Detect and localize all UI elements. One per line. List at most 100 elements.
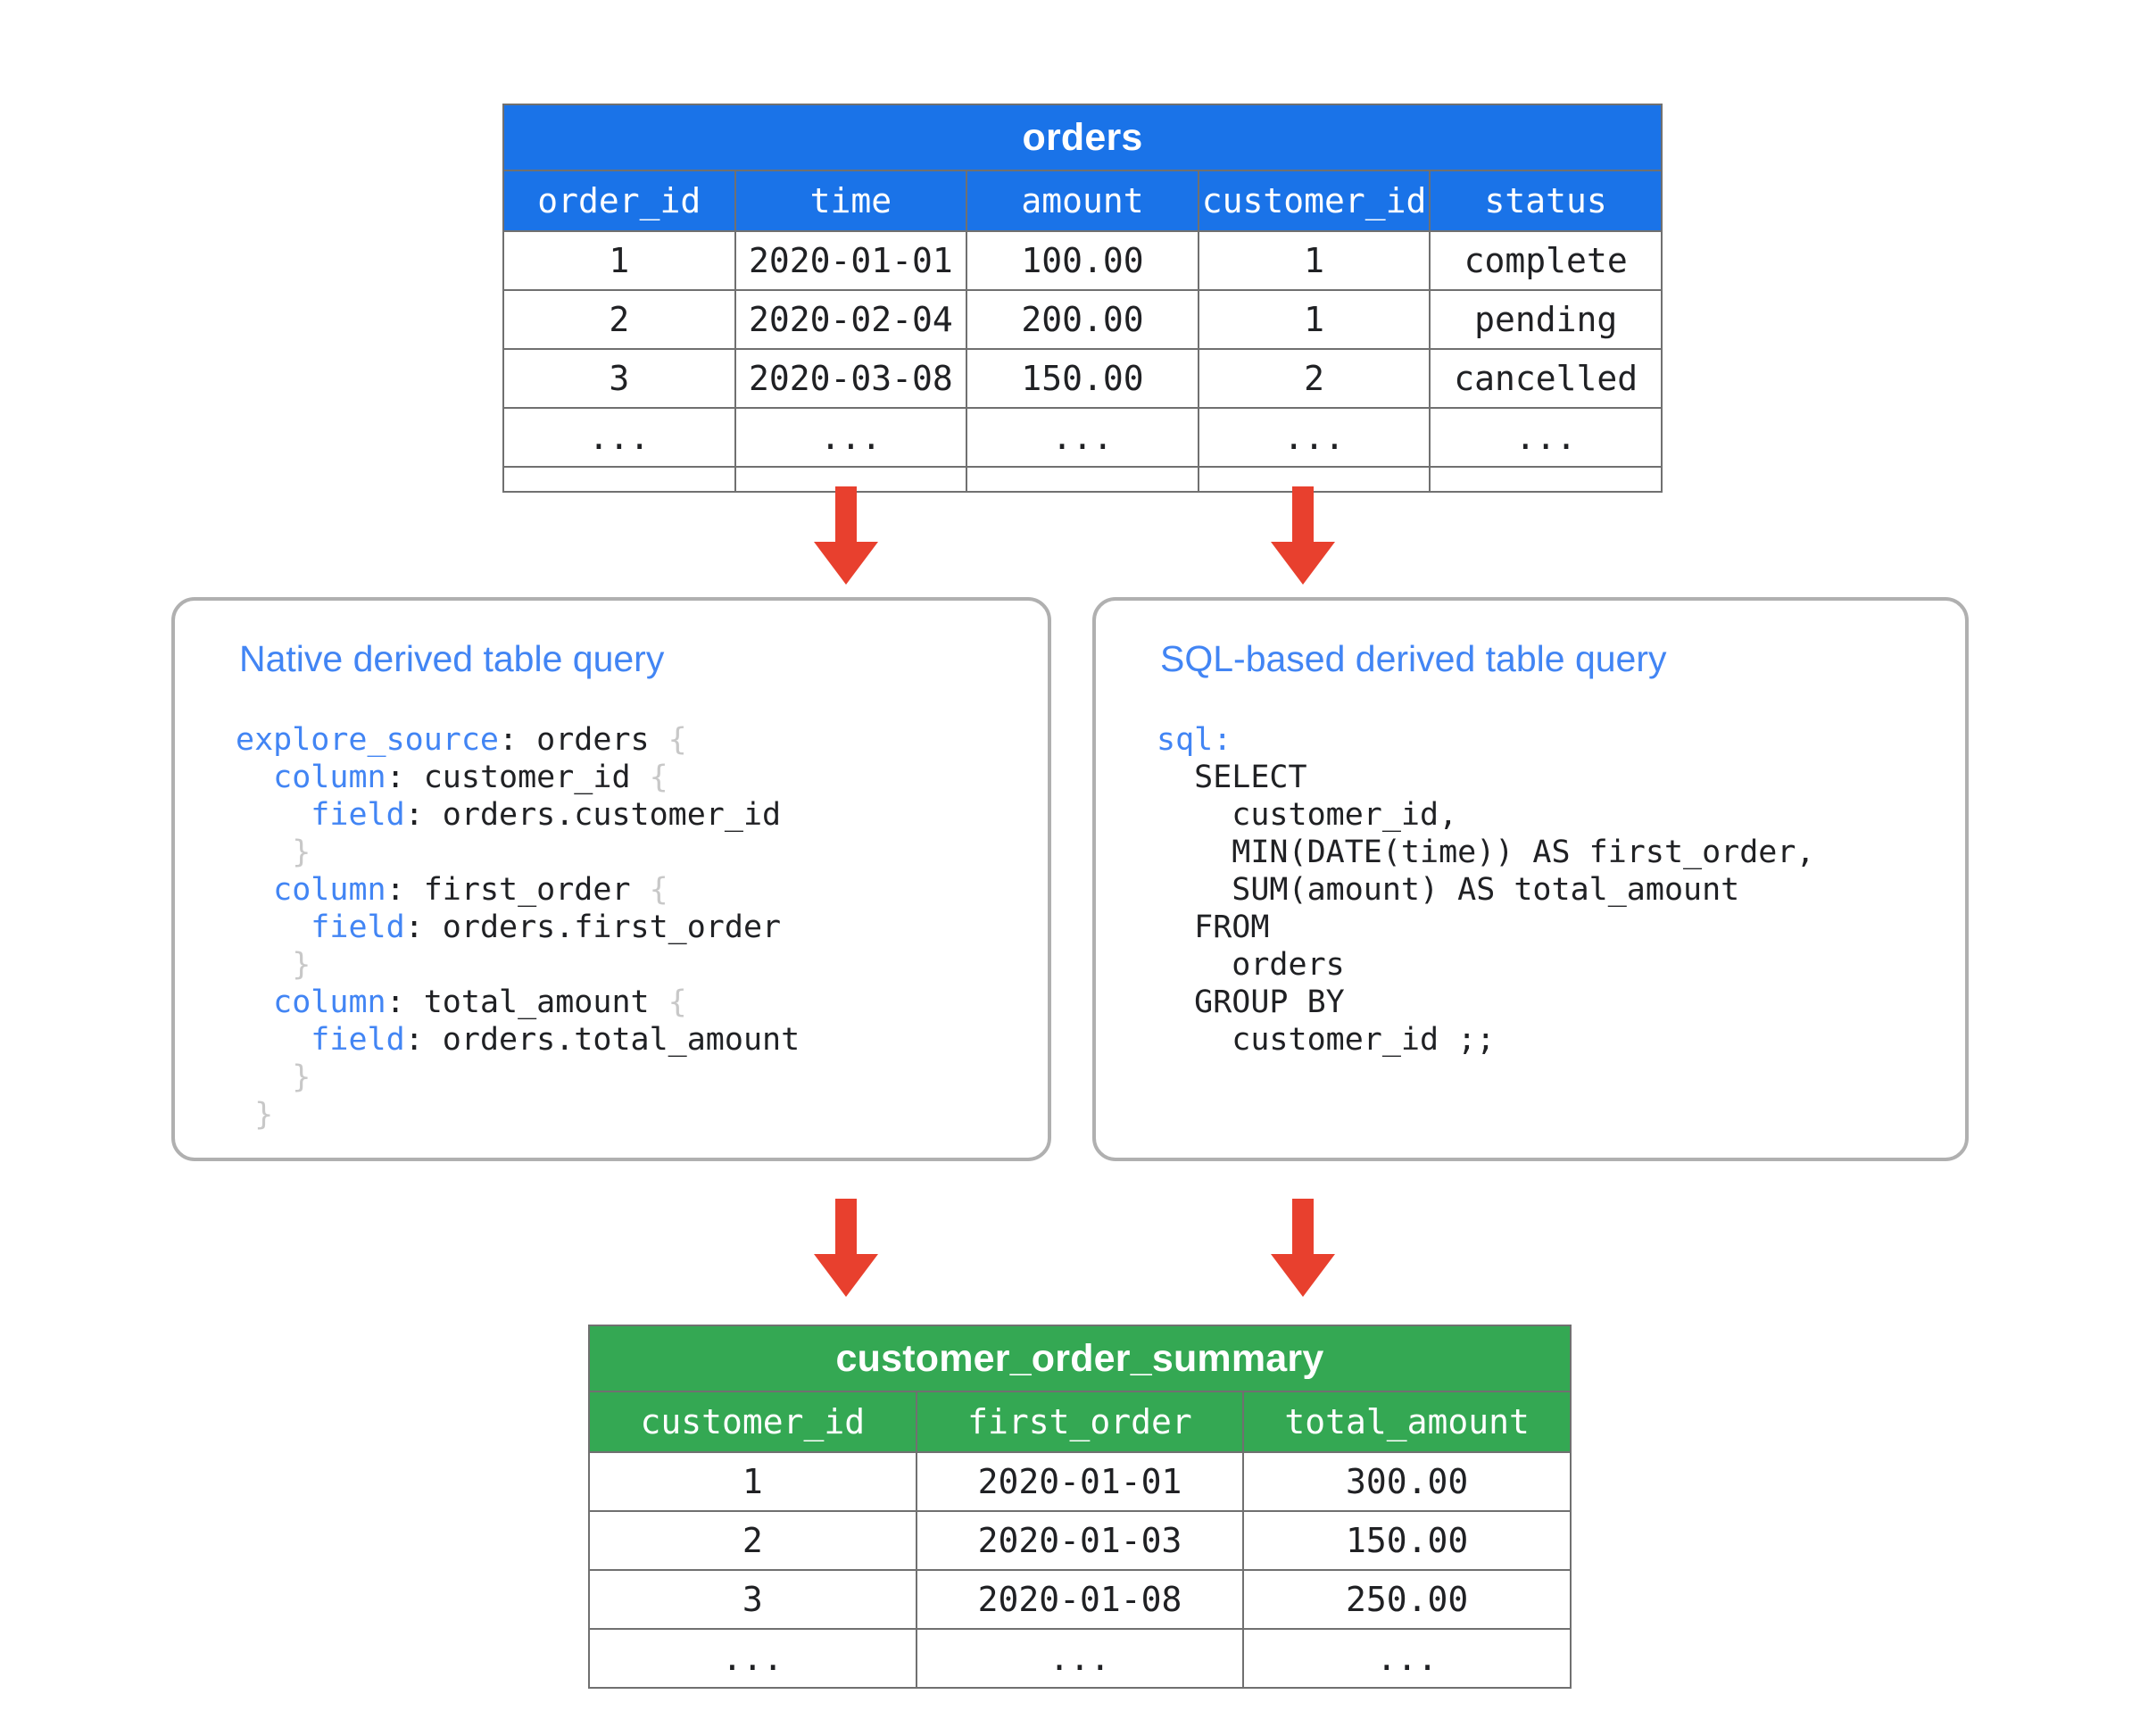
code-token-brace: { xyxy=(668,722,687,758)
code-token-plain xyxy=(236,910,311,945)
code-token-key: column xyxy=(273,760,386,795)
code-token-brace: } xyxy=(292,1059,311,1095)
arrow-head xyxy=(814,1254,878,1297)
code-line: SELECT xyxy=(1157,759,1815,796)
cell-time: ... xyxy=(734,407,968,468)
cell-status: pending xyxy=(1429,289,1663,350)
table-title-row: customer_order_summary xyxy=(588,1325,1572,1392)
result-table-name: customer_order_summary xyxy=(588,1325,1572,1392)
code-line: SUM(amount) AS total_amount xyxy=(1157,871,1815,909)
cell-customer-id: ... xyxy=(588,1628,917,1689)
code-line: MIN(DATE(time)) AS first_order, xyxy=(1157,834,1815,871)
table-row-truncated xyxy=(502,466,1663,493)
arrow-head xyxy=(1271,1254,1335,1297)
code-line: sql: xyxy=(1157,721,1815,759)
code-token-plain xyxy=(236,760,273,795)
source-table-orders: orders order_id time amount customer_id … xyxy=(502,104,1663,493)
code-line: FROM xyxy=(1157,909,1815,946)
code-token-plain xyxy=(236,1059,292,1095)
code-token-key: field xyxy=(311,1022,405,1058)
cell-customer-id: 3 xyxy=(588,1569,917,1630)
code-line: explore_source: orders { xyxy=(236,721,800,759)
arrow-native-to-summary xyxy=(814,1199,878,1297)
arrow-orders-to-native xyxy=(814,486,878,585)
column-header-order-id: order_id xyxy=(502,170,736,232)
arrow-shaft xyxy=(835,486,857,545)
cell-customer-id: 2 xyxy=(588,1510,917,1571)
table-row: 1 2020-01-01 300.00 xyxy=(588,1451,1572,1512)
cell-status: ... xyxy=(1429,407,1663,468)
code-token-plain: orders xyxy=(1157,947,1345,983)
panel-sql-based-derived-table-query: SQL-based derived table query sql: SELEC… xyxy=(1092,597,1969,1161)
cell-order-id: 3 xyxy=(502,348,736,409)
result-table-customer-order-summary: customer_order_summary customer_id first… xyxy=(588,1325,1572,1689)
table-row: 3 2020-03-08 150.00 2 cancelled xyxy=(502,348,1663,409)
cell-amount: ... xyxy=(966,407,1199,468)
table-row: 2 2020-02-04 200.00 1 pending xyxy=(502,289,1663,350)
code-token-brace: { xyxy=(668,984,687,1020)
cell-order-id: ... xyxy=(502,407,736,468)
table-header-row: customer_id first_order total_amount xyxy=(588,1391,1572,1453)
code-token-brace: } xyxy=(254,1097,274,1133)
cell-status: cancelled xyxy=(1429,348,1663,409)
code-token-brace: } xyxy=(292,835,311,870)
cell-amount: 100.00 xyxy=(966,230,1199,291)
arrow-shaft xyxy=(1292,1199,1314,1258)
cell-blank xyxy=(1429,466,1663,493)
cell-amount: 150.00 xyxy=(966,348,1199,409)
code-line: field: orders.first_order xyxy=(236,909,800,946)
code-token-plain: customer_id ;; xyxy=(1157,1022,1496,1058)
code-token-key: explore_source xyxy=(236,722,500,758)
code-token-plain: MIN(DATE(time)) AS first_order, xyxy=(1157,835,1815,870)
arrow-head xyxy=(1271,542,1335,585)
table-row-ellipsis: ... ... ... xyxy=(588,1628,1572,1689)
source-table-name: orders xyxy=(502,104,1663,171)
cell-customer-id: ... xyxy=(1197,407,1431,468)
code-token-plain xyxy=(236,835,292,870)
arrow-sql-to-summary xyxy=(1271,1199,1335,1297)
code-token-key: sql xyxy=(1157,722,1214,758)
cell-total-amount: 300.00 xyxy=(1242,1451,1572,1512)
cell-first-order: 2020-01-01 xyxy=(915,1451,1245,1512)
cell-customer-id: 1 xyxy=(1197,289,1431,350)
code-block-native: explore_source: orders { column: custome… xyxy=(236,721,800,1134)
code-line: GROUP BY xyxy=(1157,984,1815,1021)
column-header-first-order: first_order xyxy=(915,1391,1245,1453)
code-token-plain: : orders xyxy=(499,722,668,758)
arrow-shaft xyxy=(835,1199,857,1258)
column-header-total-amount: total_amount xyxy=(1242,1391,1572,1453)
code-token-plain xyxy=(236,1097,254,1133)
panel-title-sql: SQL-based derived table query xyxy=(1160,638,1667,679)
column-header-amount: amount xyxy=(966,170,1199,232)
table-header-row: order_id time amount customer_id status xyxy=(502,170,1663,232)
table-row-ellipsis: ... ... ... ... ... xyxy=(502,407,1663,468)
code-token-plain: FROM xyxy=(1157,910,1270,945)
code-token-plain: : customer_id xyxy=(386,760,650,795)
cell-total-amount: ... xyxy=(1242,1628,1572,1689)
code-token-key: : xyxy=(1213,722,1232,758)
code-token-plain xyxy=(236,984,273,1020)
code-line: field: orders.customer_id xyxy=(236,796,800,834)
code-token-plain: customer_id, xyxy=(1157,797,1458,833)
code-token-plain: GROUP BY xyxy=(1157,984,1345,1020)
table-row: 1 2020-01-01 100.00 1 complete xyxy=(502,230,1663,291)
code-token-plain: : orders.total_amount xyxy=(404,1022,800,1058)
code-token-brace: { xyxy=(649,760,668,795)
cell-customer-id: 2 xyxy=(1197,348,1431,409)
column-header-time: time xyxy=(734,170,968,232)
cell-total-amount: 250.00 xyxy=(1242,1569,1572,1630)
cell-order-id: 2 xyxy=(502,289,736,350)
cell-order-id: 1 xyxy=(502,230,736,291)
code-line: customer_id ;; xyxy=(1157,1021,1815,1059)
code-token-key: field xyxy=(311,910,405,945)
cell-amount: 200.00 xyxy=(966,289,1199,350)
cell-first-order: 2020-01-08 xyxy=(915,1569,1245,1630)
code-line: column: first_order { xyxy=(236,871,800,909)
code-line: column: customer_id { xyxy=(236,759,800,796)
arrow-head xyxy=(814,542,878,585)
code-token-plain: SELECT xyxy=(1157,760,1307,795)
code-line: customer_id, xyxy=(1157,796,1815,834)
code-token-plain: : orders.first_order xyxy=(404,910,782,945)
code-token-key: column xyxy=(273,984,386,1020)
cell-time: 2020-03-08 xyxy=(734,348,968,409)
